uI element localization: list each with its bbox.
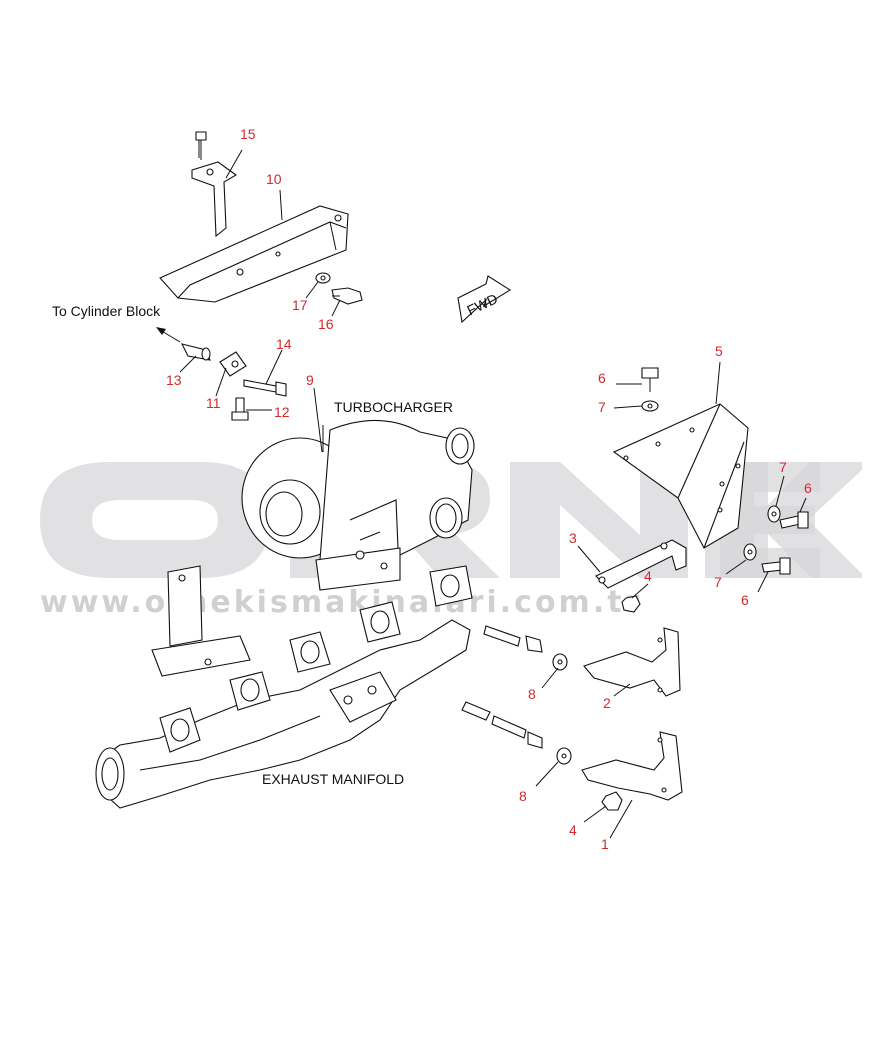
- watermark-url: www.ornekismakinalari.com.tr: [40, 585, 642, 620]
- part-16-bolt: [331, 287, 363, 305]
- callout-8-lower: 8: [519, 788, 527, 804]
- part-6-bolt-lower: [761, 557, 791, 575]
- part-5-plate: [612, 403, 749, 549]
- turbocharger-label: TURBOCHARGER: [334, 399, 453, 415]
- part-13-sleeve: [180, 343, 211, 361]
- part-4-nut-lower: [601, 791, 623, 811]
- part-6-bolt-upper: [641, 367, 659, 392]
- exhaust-manifold: [95, 565, 473, 809]
- callout-8-upper: 8: [528, 686, 536, 702]
- callout-7-lower: 7: [714, 574, 722, 590]
- part-8-stud-assembly-upper: [483, 625, 568, 671]
- callouts: 15 10 17 16 13 11 14 12 9 5 6 7 7 6 3 4 …: [166, 126, 812, 852]
- turbo-support-pedestal: [151, 565, 251, 677]
- part-1-bracket: [581, 731, 683, 801]
- part-11-bracket: [219, 351, 247, 377]
- callout-4-upper: 4: [644, 568, 652, 584]
- part-12-bolt: [231, 397, 249, 421]
- callout-13: 13: [166, 372, 182, 388]
- callout-11: 11: [206, 395, 221, 411]
- leader-lines: [179, 149, 807, 839]
- to-cylinder-block-label: To Cylinder Block: [52, 303, 161, 319]
- callout-7-upper: 7: [598, 399, 606, 415]
- callout-3: 3: [569, 530, 577, 546]
- exhaust-manifold-label: EXHAUST MANIFOLD: [262, 771, 404, 787]
- part-15-bracket: [191, 131, 238, 238]
- callout-16: 16: [318, 316, 334, 332]
- callout-10: 10: [266, 171, 282, 187]
- fwd-arrow-icon: FWD: [457, 275, 512, 324]
- callout-6-right: 6: [804, 480, 812, 496]
- callout-7-right: 7: [779, 459, 787, 475]
- watermark-letter-o: [40, 462, 270, 578]
- callout-17: 17: [292, 297, 308, 313]
- part-7-washer-upper: [641, 400, 659, 412]
- callout-4-lower: 4: [569, 822, 577, 838]
- callout-15: 15: [240, 126, 256, 142]
- callout-12: 12: [274, 404, 290, 420]
- callout-2: 2: [603, 695, 611, 711]
- watermark-letter-n: [510, 462, 688, 578]
- part-9-turbocharger: [241, 419, 475, 591]
- callout-1: 1: [601, 836, 609, 852]
- cylinder-block-arrow-icon: [156, 327, 181, 343]
- part-7-washer-lower: [743, 543, 757, 561]
- part-8-stud-assembly-lower: [461, 701, 572, 765]
- callout-6-upper: 6: [598, 370, 606, 386]
- part-2-bracket: [583, 627, 681, 697]
- part-7-washer-right: [767, 505, 781, 523]
- callout-5: 5: [715, 343, 723, 359]
- callout-6-lower: 6: [741, 592, 749, 608]
- part-14-bolt: [243, 379, 287, 397]
- part-17-washer: [315, 272, 331, 284]
- part-10-heat-shield: [159, 205, 349, 303]
- part-6-bolt-right: [779, 511, 809, 529]
- callout-9: 9: [306, 372, 314, 388]
- part-3-strap: [595, 539, 687, 589]
- part-4-nut-upper: [621, 595, 641, 613]
- callout-14: 14: [276, 336, 292, 352]
